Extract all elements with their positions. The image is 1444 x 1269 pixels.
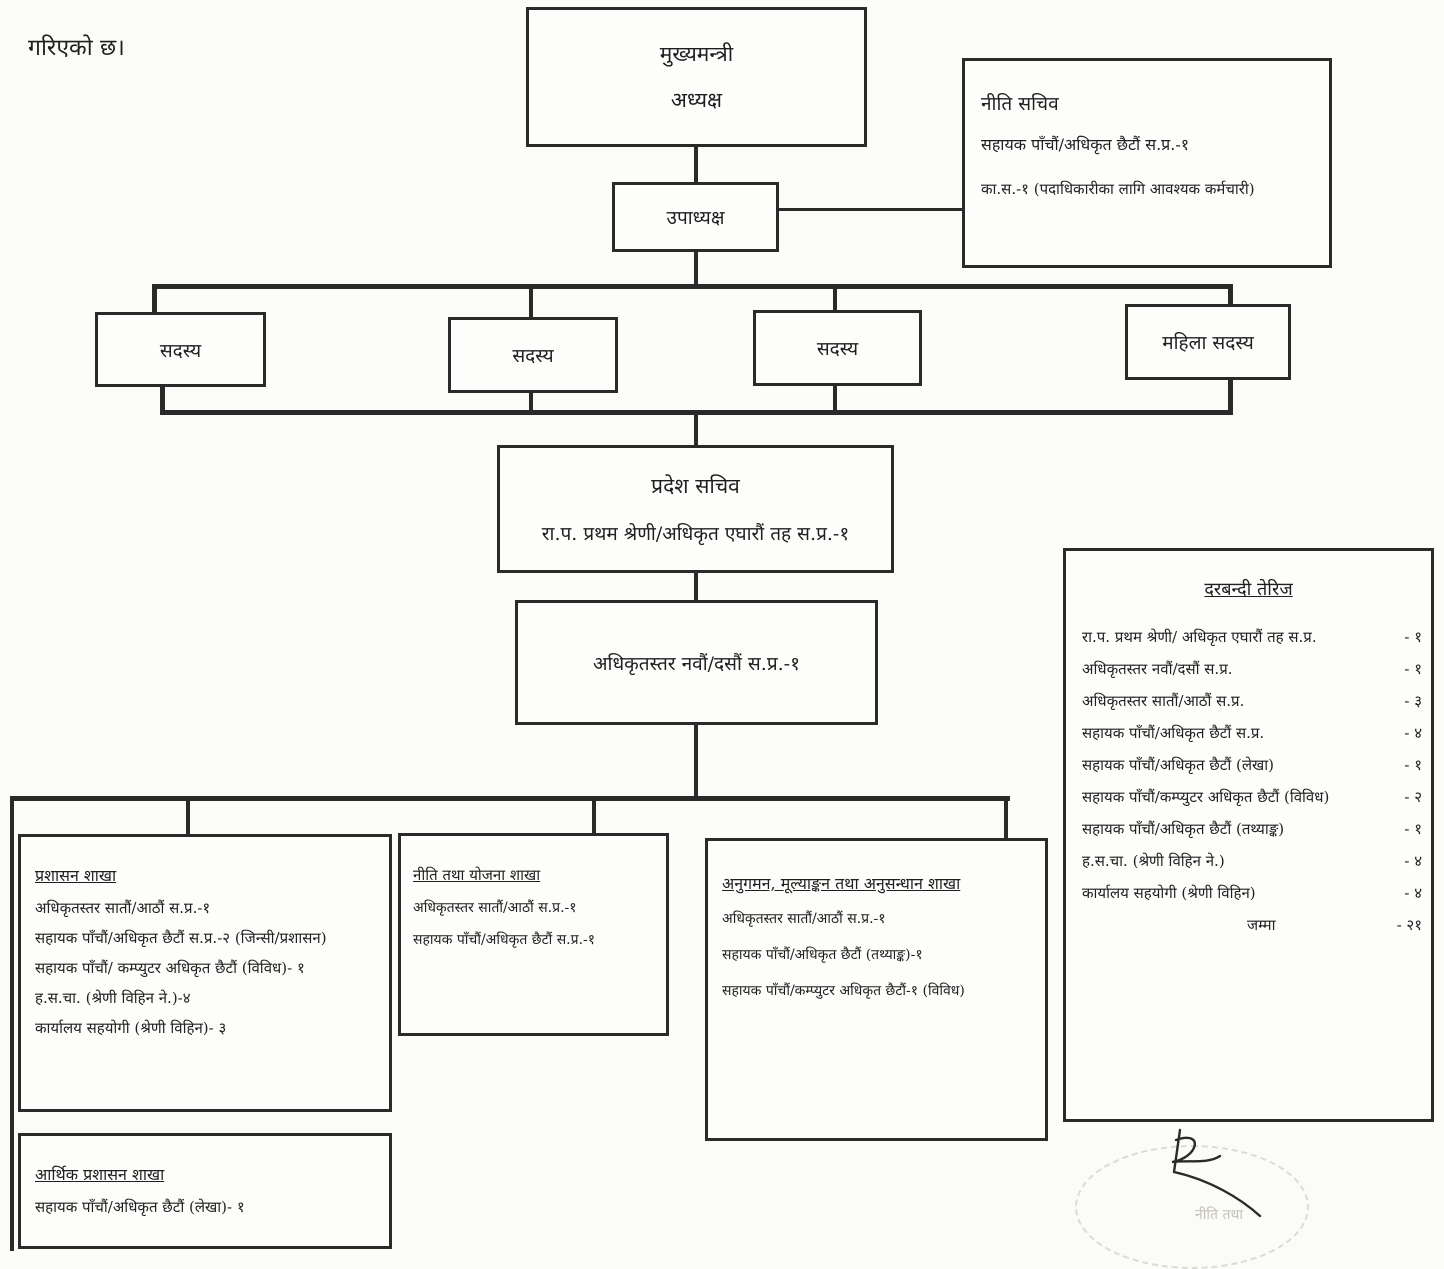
branch-drop-monitoring [1004, 796, 1008, 838]
connector-cm-vice [694, 145, 698, 187]
connector-bus-secretary [694, 414, 698, 448]
member-label: महिला सदस्य [1162, 332, 1254, 354]
staffing-row-label: सहायक पाँचौं/अधिकृत छैटौं (तथ्याङ्क) [1082, 820, 1285, 838]
vice-chair-label: उपाध्यक्ष [666, 207, 725, 229]
staffing-row-value: - १ [1404, 756, 1422, 774]
policy-secretary-box: नीति सचिव सहायक पाँचौं/अधिकृत छैटौं स.प्… [962, 58, 1332, 268]
finance-branch-title: आर्थिक प्रशासन शाखा [35, 1165, 165, 1184]
staffing-row: सहायक पाँचौं/अधिकृत छैटौं स.प्र. - ४ [1082, 717, 1422, 749]
staffing-row: अधिकृतस्तर नवौं/दसौं स.प्र. - १ [1082, 653, 1422, 685]
staffing-row-label: अधिकृतस्तर सातौं/आठौं स.प्र. [1082, 692, 1245, 710]
chief-minister-role: अध्यक्ष [670, 88, 723, 112]
members-left-drop [152, 284, 157, 314]
chief-minister-box: मुख्यमन्त्री अध्यक्ष [526, 7, 867, 147]
staffing-row-label: रा.प. प्रथम श्रेणी/ अधिकृत एघारौं तह स.प… [1082, 628, 1317, 646]
member-box: सदस्य [95, 312, 266, 387]
branches-left-edge [10, 796, 14, 1251]
staffing-row-value: - ३ [1404, 692, 1422, 710]
admin-branch-line: ह.स.चा. (श्रेणी विहिन ने.)-४ [35, 989, 191, 1007]
staffing-total-label: जम्मा [1247, 916, 1276, 934]
members-left-rise [160, 384, 165, 414]
intro-text: गरिएको छ। [28, 35, 125, 61]
staffing-row: ह.स.चा. (श्रेणी विहिन ने.) - ४ [1082, 845, 1422, 877]
staffing-row: अधिकृतस्तर सातौं/आठौं स.प्र. - ३ [1082, 685, 1422, 717]
branch-drop-admin [186, 796, 190, 836]
seal-text: नीति तथा [1195, 1207, 1244, 1223]
members-drop-2 [529, 284, 533, 318]
staffing-row: कार्यालय सहयोगी (श्रेणी विहिन) - ४ [1082, 877, 1422, 909]
members-top-bus [152, 284, 1232, 289]
finance-branch-line: सहायक पाँचौं/अधिकृत छैटौं (लेखा)- १ [35, 1198, 245, 1216]
staffing-row: सहायक पाँचौं/अधिकृत छैटौं (तथ्याङ्क) - १ [1082, 813, 1422, 845]
members-drop-3 [833, 284, 837, 312]
vice-chair-box: उपाध्यक्ष [612, 182, 779, 252]
policy-branch-line: अधिकृतस्तर सातौं/आठौं स.प्र.-१ [413, 900, 577, 916]
monitoring-branch-title: अनुगमन, मूल्याङ्कन तथा अनुसन्धान शाखा [722, 874, 961, 893]
staffing-row-value: - १ [1404, 660, 1422, 678]
staffing-row-value: - ४ [1404, 884, 1422, 902]
monitoring-branch-box: अनुगमन, मूल्याङ्कन तथा अनुसन्धान शाखा अध… [705, 838, 1048, 1141]
policy-branch-box: नीति तथा योजना शाखा अधिकृतस्तर सातौं/आठौ… [398, 833, 669, 1036]
policy-branch-title: नीति तथा योजना शाखा [413, 866, 541, 884]
staffing-title: दरबन्दी तेरिज [1204, 579, 1293, 600]
admin-branch-box: प्रशासन शाखा अधिकृतस्तर सातौं/आठौं स.प्र… [18, 834, 392, 1112]
admin-branch-line: सहायक पाँचौं/अधिकृत छैटौं स.प्र.-२ (जिन्… [35, 929, 327, 947]
staffing-row-value: - १ [1404, 628, 1422, 646]
admin-branch-line: कार्यालय सहयोगी (श्रेणी विहिन)- ३ [35, 1019, 227, 1037]
officer-label: अधिकृतस्तर नवौं/दसौं स.प्र.-१ [593, 652, 800, 675]
staffing-row-label: ह.स.चा. (श्रेणी विहिन ने.) [1082, 852, 1225, 870]
policy-secretary-line: का.स.-१ (पदाधिकारीका लागि आवश्यक कर्मचार… [981, 180, 1255, 198]
province-secretary-box: प्रदेश सचिव रा.प. प्रथम श्रेणी/अधिकृत एघ… [497, 445, 894, 573]
staffing-row-label: अधिकृतस्तर नवौं/दसौं स.प्र. [1082, 660, 1233, 678]
chief-minister-title: मुख्यमन्त्री [659, 42, 734, 66]
members-right-drop [1228, 284, 1233, 306]
members-rise-2 [529, 390, 533, 414]
connector-vice-policy [776, 208, 966, 211]
monitoring-branch-line: अधिकृतस्तर सातौं/आठौं स.प्र.-१ [722, 911, 886, 927]
woman-member-box: महिला सदस्य [1125, 304, 1291, 380]
members-right-rise [1228, 378, 1233, 414]
member-label: सदस्य [159, 339, 202, 362]
branch-drop-policy [592, 796, 596, 834]
admin-branch-title: प्रशासन शाखा [35, 866, 117, 885]
staffing-row-label: सहायक पाँचौं/अधिकृत छैटौं (लेखा) [1082, 756, 1275, 774]
staffing-row-value: - ४ [1404, 852, 1422, 870]
connector-vice-bus [694, 250, 698, 288]
policy-secretary-line: सहायक पाँचौं/अधिकृत छैटौं स.प्र.-१ [981, 135, 1190, 154]
admin-branch-line: अधिकृतस्तर सातौं/आठौं स.प्र.-१ [35, 899, 211, 917]
member-box: सदस्य [753, 310, 922, 386]
province-secretary-title: प्रदेश सचिव [651, 474, 740, 498]
staffing-total-row: जम्मा - २१ [1082, 909, 1422, 941]
member-label: सदस्य [512, 345, 554, 367]
signature [1171, 1128, 1262, 1218]
member-label: सदस्य [816, 338, 859, 360]
policy-branch-line: सहायक पाँचौं/अधिकृत छैटौं स.प्र.-१ [413, 932, 596, 948]
staffing-rows: रा.प. प्रथम श्रेणी/ अधिकृत एघारौं तह स.प… [1082, 621, 1422, 941]
admin-branch-line: सहायक पाँचौं/ कम्प्युटर अधिकृत छैटौं (वि… [35, 959, 305, 977]
staffing-row-value: - १ [1404, 820, 1422, 838]
staffing-row-value: - ४ [1404, 724, 1422, 742]
members-rise-3 [833, 384, 837, 414]
monitoring-branch-line: सहायक पाँचौं/कम्प्युटर अधिकृत छैटौं-१ (व… [722, 983, 965, 999]
connector-officer-bus [694, 722, 698, 800]
staffing-row: रा.प. प्रथम श्रेणी/ अधिकृत एघारौं तह स.प… [1082, 621, 1422, 653]
staffing-row-label: सहायक पाँचौं/कम्प्युटर अधिकृत छैटौं (विव… [1082, 788, 1330, 806]
staffing-row: सहायक पाँचौं/कम्प्युटर अधिकृत छैटौं (विव… [1082, 781, 1422, 813]
policy-secretary-title: नीति सचिव [981, 93, 1059, 115]
monitoring-branch-line: सहायक पाँचौं/अधिकृत छैटौं (तथ्याङ्क)-१ [722, 947, 923, 963]
staffing-row: सहायक पाँचौं/अधिकृत छैटौं (लेखा) - १ [1082, 749, 1422, 781]
province-secretary-grade: रा.प. प्रथम श्रेणी/अधिकृत एघारौं तह स.प्… [541, 523, 850, 545]
staffing-row-label: सहायक पाँचौं/अधिकृत छैटौं स.प्र. [1082, 724, 1265, 742]
officer-box: अधिकृतस्तर नवौं/दसौं स.प्र.-१ [515, 600, 878, 725]
members-bottom-bus [160, 410, 1233, 415]
connector-secretary-officer [694, 570, 698, 602]
staffing-total-value: - २१ [1396, 916, 1422, 934]
staffing-table-box: दरबन्दी तेरिज रा.प. प्रथम श्रेणी/ अधिकृत… [1063, 548, 1434, 1122]
member-box: सदस्य [448, 317, 618, 393]
staffing-row-value: - २ [1404, 788, 1422, 806]
finance-branch-box: आर्थिक प्रशासन शाखा सहायक पाँचौं/अधिकृत … [18, 1133, 392, 1249]
branches-bus [10, 796, 1010, 801]
staffing-row-label: कार्यालय सहयोगी (श्रेणी विहिन) [1082, 884, 1256, 902]
